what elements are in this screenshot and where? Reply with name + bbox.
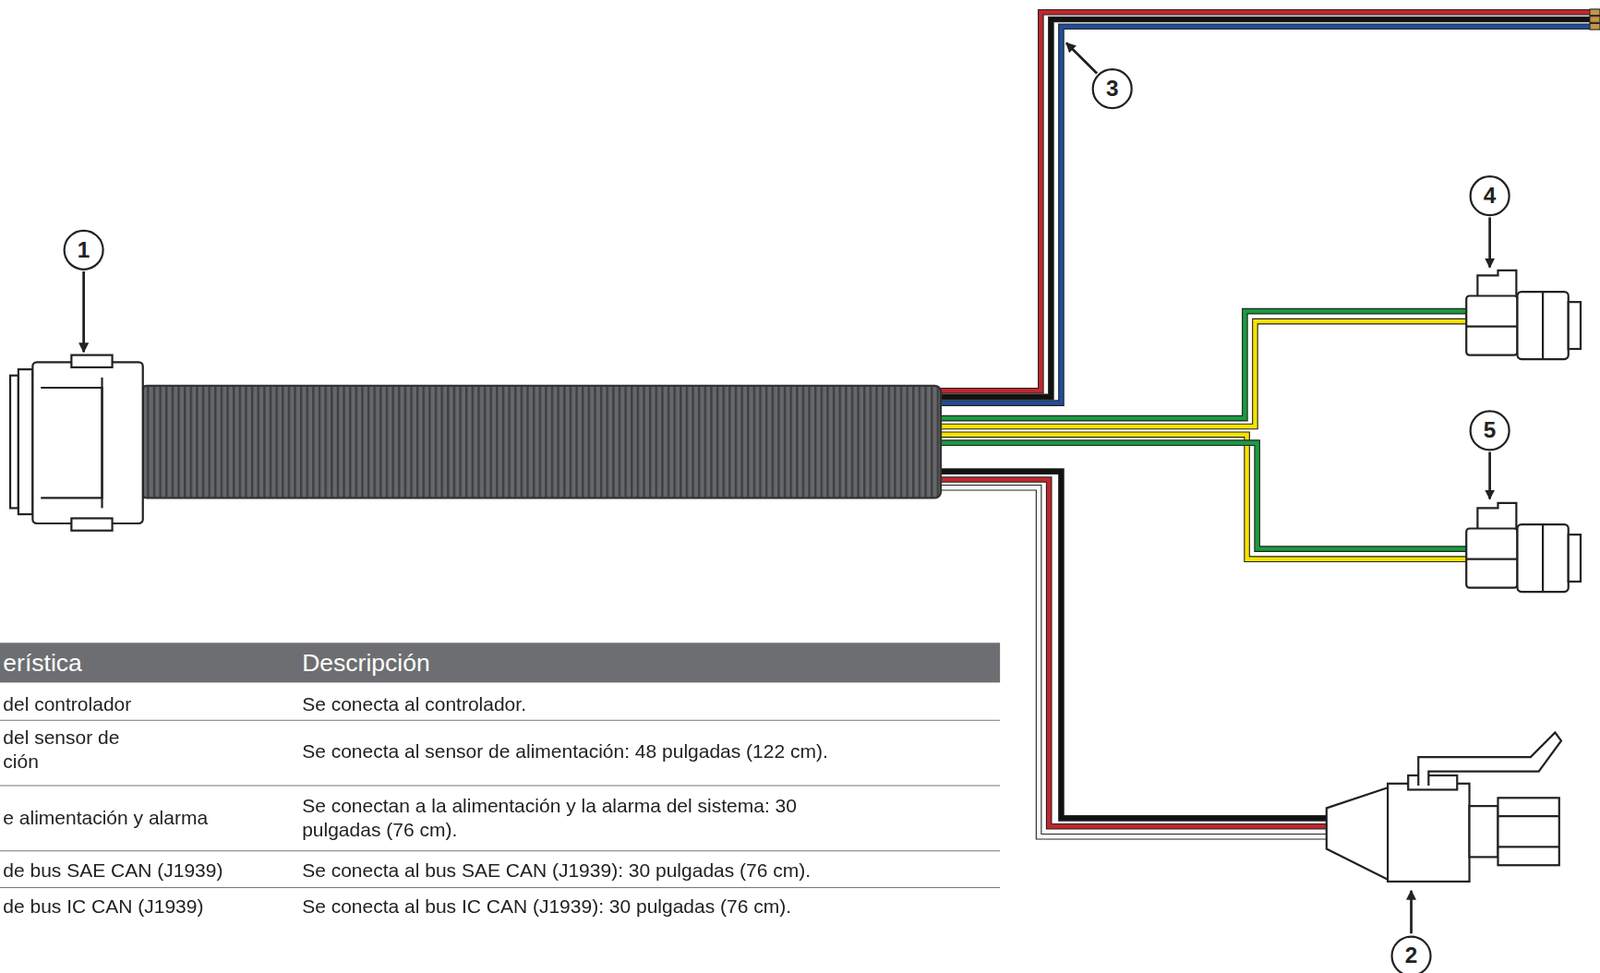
callout-circle: 2 (1390, 935, 1432, 973)
table-header: Descripción (301, 648, 813, 679)
callout-number: 5 (1483, 417, 1497, 445)
sensor-connector (1326, 733, 1562, 882)
wire-ends (1589, 9, 1600, 30)
table-cell: de bus SAE CAN (J1939) (2, 859, 289, 885)
can-connector (1466, 503, 1581, 592)
can-connector (1466, 270, 1581, 360)
table-cell: Se conecta al sensor de alimentación: 48… (301, 739, 975, 765)
table-cell: del sensor de ción (2, 725, 157, 775)
table-cell: del controlador (2, 692, 278, 718)
table-cell: Se conecta al bus IC CAN (J1939): 30 pul… (301, 894, 975, 920)
table-cell: Se conecta al bus SAE CAN (J1939): 30 pu… (301, 859, 975, 885)
callout-circle: 3 (1092, 68, 1133, 109)
callout-number: 2 (1405, 942, 1419, 970)
table-header: erística (2, 648, 268, 679)
power-alarm-wires (933, 12, 1592, 403)
table-cell: e alimentación y alarma (2, 806, 278, 831)
table-cell: Se conectan a la alimentación y la alarm… (301, 793, 868, 843)
callout-circle: 1 (63, 229, 105, 271)
callout-circle: 4 (1469, 175, 1511, 217)
controller-connector (10, 355, 144, 531)
callout-number: 3 (1106, 75, 1119, 103)
leader-arrows (84, 42, 1491, 934)
callout-circle: 5 (1469, 409, 1511, 451)
callout-number: 4 (1483, 182, 1497, 210)
callout-number: 1 (77, 236, 91, 264)
table-cell: Se conecta al controlador. (301, 692, 975, 718)
table-cell: de bus IC CAN (J1939) (2, 894, 289, 920)
corrugated-sleeve (141, 385, 942, 499)
can-wires (933, 311, 1469, 560)
table-frame (0, 642, 1000, 888)
